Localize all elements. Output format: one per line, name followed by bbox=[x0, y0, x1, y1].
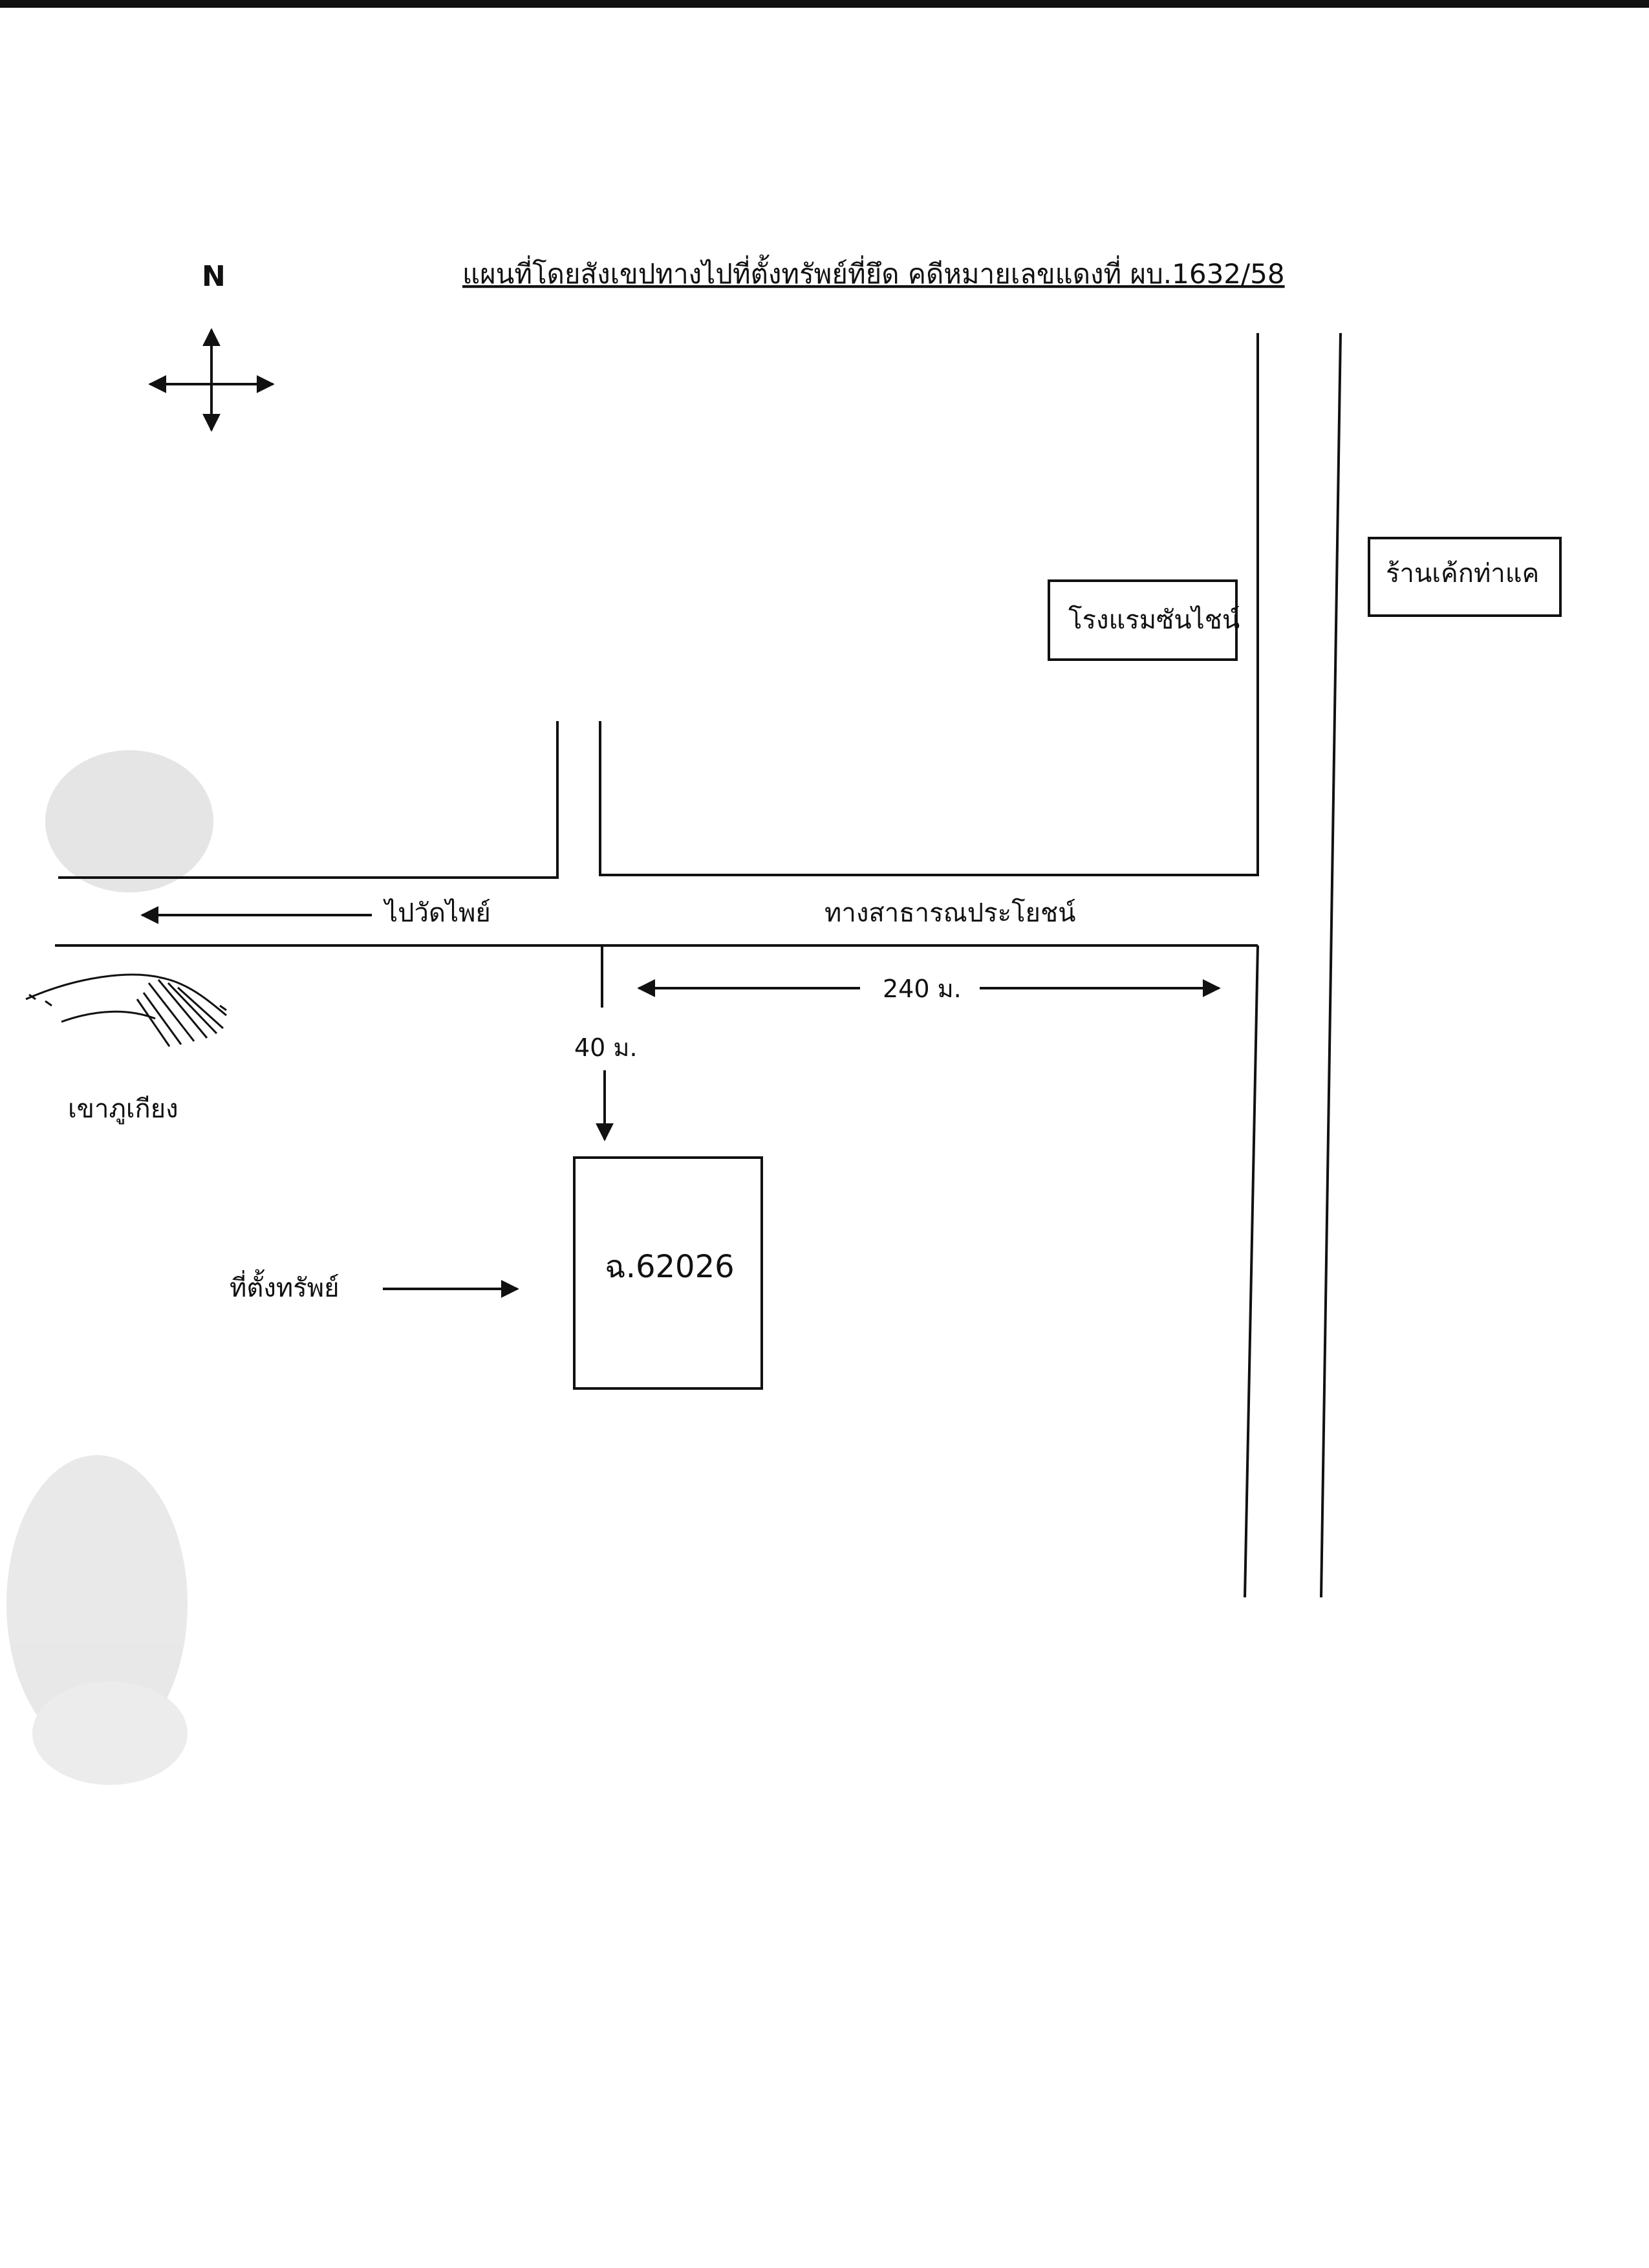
parcel-box bbox=[573, 1156, 763, 1390]
main-road-label: ทางสาธารณประโยชน์ bbox=[824, 898, 1075, 928]
parcel-id-label: ฉ.62026 bbox=[605, 1249, 735, 1285]
east-road-west-edge bbox=[1244, 945, 1259, 1598]
north-label: N bbox=[202, 260, 226, 293]
mountain-label: เขาภูเกียง bbox=[68, 1094, 178, 1124]
main-road-north-edge-east bbox=[599, 333, 1259, 876]
distance-240-label: 240 ม. bbox=[883, 975, 962, 1003]
hotel-box bbox=[1048, 579, 1238, 661]
distance-40-label: 40 ม. bbox=[574, 1033, 638, 1062]
cake-shop-label: ร้านเค้กท่าแค bbox=[1386, 559, 1539, 589]
east-road-east-edge bbox=[1320, 332, 1342, 1598]
north-compass-icon: N bbox=[148, 260, 275, 432]
main-road-north-edge-west bbox=[58, 721, 559, 879]
road-network bbox=[55, 332, 1342, 1598]
property-pointer-label: ที่ตั้งทรัพย์ bbox=[230, 1269, 339, 1303]
cake-shop-box bbox=[1368, 537, 1562, 617]
to-temple-label: ไปวัดไพย์ bbox=[383, 898, 491, 928]
map-title: แผนที่โดยสังเขปทางไปที่ตั้งทรัพย์ที่ยึด … bbox=[462, 254, 1285, 290]
scan-top-edge bbox=[0, 0, 1649, 8]
scan-smudges bbox=[6, 750, 213, 1785]
mountain-icon bbox=[25, 973, 227, 1047]
hotel-label: โรงแรมซันไชน์ bbox=[1068, 605, 1240, 635]
